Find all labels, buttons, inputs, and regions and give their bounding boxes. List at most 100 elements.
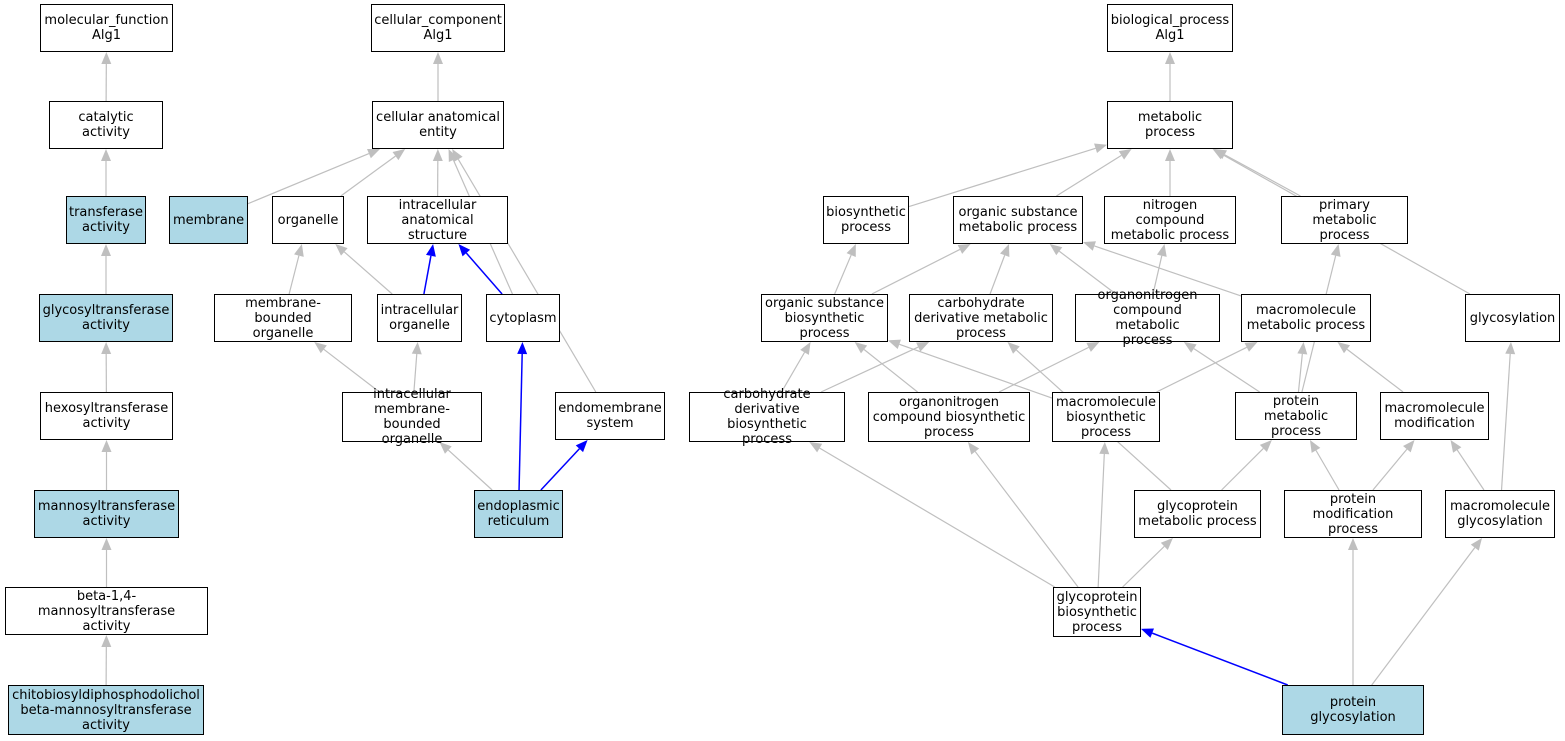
arrowhead-biosynthetic-to-metabolic xyxy=(1094,143,1107,154)
arrowhead-gpbp-to-mbp xyxy=(1099,442,1110,455)
node-mannosyltransferase-activity[interactable]: mannosyltransferase activity xyxy=(34,490,179,538)
edge-occmp-to-ncmp xyxy=(1152,255,1163,295)
arrowhead-mannosyltransferase-to-hexosyltransferase xyxy=(101,440,112,452)
node-nitrogen-compound-metabolic-process[interactable]: nitrogen compound metabolic process xyxy=(1104,196,1236,244)
arrowhead-endosys-to-cae xyxy=(452,149,463,162)
node-glycoprotein-metabolic-process[interactable]: glycoprotein metabolic process xyxy=(1134,490,1261,538)
node-intracellular-organelle[interactable]: intracellular organelle xyxy=(377,294,462,342)
node-label: macromolecule metabolic process xyxy=(1246,303,1366,333)
node-macromolecule-biosynthetic-process[interactable]: macromolecule biosynthetic process xyxy=(1052,392,1160,442)
edge-organelle-to-cae xyxy=(340,155,396,197)
node-carbohydrate-derivative-metabolic-process[interactable]: carbohydrate derivative metabolic proces… xyxy=(909,294,1053,342)
node-label: protein metabolic process xyxy=(1263,393,1329,439)
edge-gpbp-to-mbp xyxy=(1097,453,1105,588)
arrowhead-mbp-to-osbp xyxy=(888,339,901,350)
arrowhead-pglyc-to-mglyc xyxy=(1470,538,1482,551)
node-transferase-activity[interactable]: transferase activity xyxy=(66,196,146,244)
arrowhead-gpmp-to-cdmp xyxy=(1007,342,1020,354)
arrowhead-cdmp-to-osmp xyxy=(1000,244,1010,257)
node-chitobiosyldiphosphodolichol-activity[interactable]: chitobiosyldiphosphodolichol beta-mannos… xyxy=(8,685,204,735)
arrowhead-io-to-ias xyxy=(426,244,436,257)
node-label: chitobiosyldiphosphodolichol beta-mannos… xyxy=(12,687,200,733)
node-endomembrane-system[interactable]: endomembrane system xyxy=(555,392,665,440)
edge-mbp-to-mmp xyxy=(1156,346,1248,393)
arrowhead-mglyc-to-mmod xyxy=(1450,440,1462,453)
node-primary-metabolic-process[interactable]: primary metabolic process xyxy=(1281,196,1408,244)
node-hexosyltransferase-activity[interactable]: hexosyltransferase activity xyxy=(40,392,173,440)
edge-er-to-endosys xyxy=(540,448,580,491)
edge-mglyc-to-mmod xyxy=(1456,449,1485,491)
edge-occmp-to-osmp xyxy=(1058,250,1117,295)
node-organonitrogen-compound-metabolic-process[interactable]: organonitrogen compound metabolic proces… xyxy=(1075,288,1220,348)
node-organic-substance-biosynthetic-process[interactable]: organic substance biosynthetic process xyxy=(761,294,888,342)
arrowhead-pglyc-to-gpbp xyxy=(1141,628,1154,638)
node-label: macromolecule biosynthetic process xyxy=(1056,394,1157,440)
arrowhead-beta14-to-mannosyltransferase xyxy=(101,538,112,550)
edge-mglyc-to-glycosylation xyxy=(1500,353,1511,491)
node-glycoprotein-biosynthetic-process[interactable]: glycoprotein biosynthetic process xyxy=(1053,587,1141,637)
arrowhead-mmp-to-osmp xyxy=(1083,241,1096,251)
node-molecular-function-root[interactable]: molecular_function Alg1 xyxy=(40,4,173,52)
edge-pmodp-to-mmod xyxy=(1372,448,1408,491)
arrowhead-ias-to-cae xyxy=(432,149,443,162)
arrowhead-er-to-endosys xyxy=(575,440,588,453)
node-membrane-bounded-organelle[interactable]: membrane-bounded organelle xyxy=(214,294,352,342)
edge-cytoplasm-to-ias xyxy=(465,252,503,295)
node-label: endoplasmic reticulum xyxy=(477,499,560,529)
node-catalytic-activity[interactable]: catalytic activity xyxy=(49,101,163,149)
edge-ocbp-to-occmp xyxy=(998,346,1089,393)
node-membrane[interactable]: membrane xyxy=(169,196,248,244)
node-label: cellular anatomical entity xyxy=(376,110,500,140)
node-protein-modification-process[interactable]: protein modification process xyxy=(1284,490,1422,538)
node-metabolic-process[interactable]: metabolic process xyxy=(1107,101,1233,149)
node-label: mannosyltransferase activity xyxy=(37,499,176,529)
node-macromolecule-modification[interactable]: macromolecule modification xyxy=(1380,392,1489,440)
node-intracellular-membrane-bounded-organelle[interactable]: intracellular membrane-bounded organelle xyxy=(342,387,482,447)
node-macromolecule-metabolic-process[interactable]: macromolecule metabolic process xyxy=(1241,294,1371,342)
arrowhead-mbp-to-mmp xyxy=(1244,342,1258,352)
edge-mmp-to-osmp xyxy=(1094,245,1242,297)
node-cytoplasm[interactable]: cytoplasm xyxy=(486,294,560,342)
node-biosynthetic-process[interactable]: biosynthetic process xyxy=(823,196,909,244)
edge-gpmp-to-protmp xyxy=(1221,448,1264,491)
node-cellular-component-root[interactable]: cellular_component Alg1 xyxy=(371,4,505,52)
edge-mbo-to-organelle xyxy=(288,255,300,295)
node-carbohydrate-derivative-biosynthetic-process[interactable]: carbohydrate derivative biosynthetic pro… xyxy=(689,387,845,447)
node-beta-1-4-mannosyltransferase-activity[interactable]: beta-1,4-mannosyltransferase activity xyxy=(5,587,208,635)
arrowhead-protmp-to-occmp xyxy=(1183,342,1197,353)
node-label: intracellular membrane-bounded organelle xyxy=(373,387,451,447)
arrowhead-pmodp-to-protmp xyxy=(1309,440,1321,453)
node-organonitrogen-compound-biosynthetic-process[interactable]: organonitrogen compound biosynthetic pro… xyxy=(868,392,1030,442)
node-organelle[interactable]: organelle xyxy=(272,196,344,244)
node-endoplasmic-reticulum[interactable]: endoplasmic reticulum xyxy=(474,490,563,538)
arrowhead-mbo-to-organelle xyxy=(294,244,304,257)
arrowhead-catalytic-to-mf_root xyxy=(101,52,112,65)
node-label: biosynthetic process xyxy=(826,205,906,235)
node-label: cytoplasm xyxy=(489,310,557,326)
node-biological-process-root[interactable]: biological_process Alg1 xyxy=(1107,4,1233,52)
node-label: nitrogen compound metabolic process xyxy=(1110,197,1230,243)
node-cellular-anatomical-entity[interactable]: cellular anatomical entity xyxy=(372,101,504,149)
arrowhead-er-to-cytoplasm xyxy=(517,342,528,355)
node-label: cellular_component Alg1 xyxy=(374,13,502,43)
node-label: glycosylation xyxy=(1469,310,1556,326)
edge-cdbp-to-cdmp xyxy=(820,346,919,393)
node-intracellular-anatomical-structure[interactable]: intracellular anatomical structure xyxy=(367,196,508,244)
edge-endosys-to-cae xyxy=(457,159,597,393)
node-label: glycosyltransferase activity xyxy=(42,303,170,333)
node-protein-metabolic-process[interactable]: protein metabolic process xyxy=(1235,392,1357,440)
edge-protmp-to-mmp xyxy=(1297,353,1303,393)
arrowhead-transferase-to-catalytic xyxy=(101,149,111,161)
edge-pglyc-to-mglyc xyxy=(1371,547,1476,686)
node-protein-glycosylation[interactable]: protein glycosylation xyxy=(1282,685,1424,735)
arrowhead-occmp-to-osmp xyxy=(1049,244,1063,256)
node-glycosyltransferase-activity[interactable]: glycosyltransferase activity xyxy=(39,294,173,342)
node-organic-substance-metabolic-process[interactable]: organic substance metabolic process xyxy=(953,196,1083,244)
edge-membrane-to-cae xyxy=(247,153,370,205)
node-label: beta-1,4-mannosyltransferase activity xyxy=(37,588,176,634)
node-macromolecule-glycosylation[interactable]: macromolecule glycosylation xyxy=(1445,490,1555,538)
edge-ocbp-to-osbp xyxy=(863,348,918,393)
node-glycosylation[interactable]: glycosylation xyxy=(1465,294,1560,342)
node-label: glycoprotein biosynthetic process xyxy=(1056,589,1138,635)
edge-biosynthetic-to-metabolic xyxy=(908,147,1096,208)
